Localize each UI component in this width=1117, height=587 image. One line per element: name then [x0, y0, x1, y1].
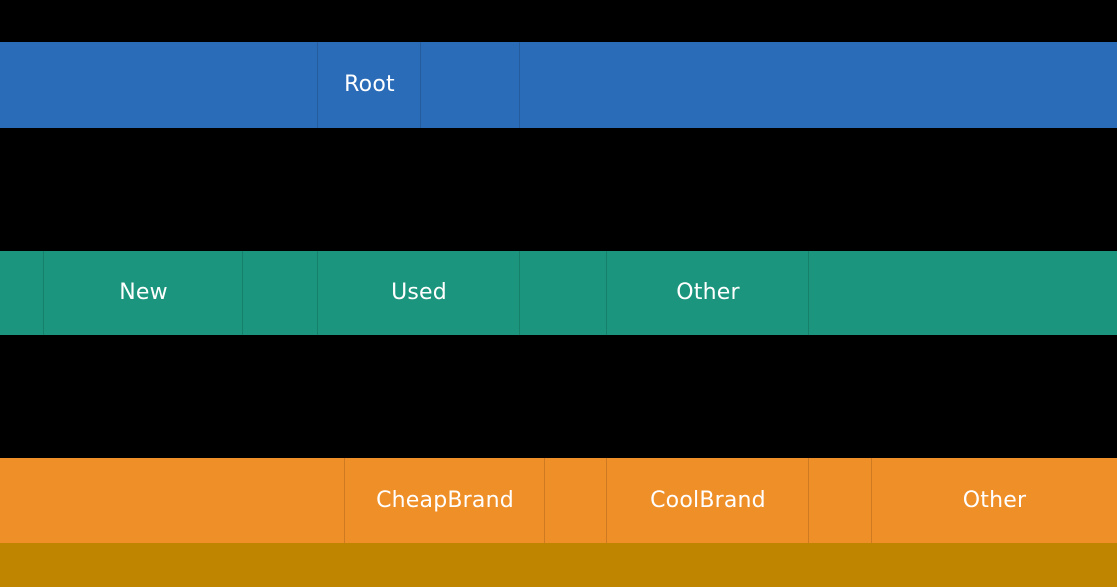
- icicle-sector-root-2[interactable]: [421, 42, 520, 128]
- icicle-sector-label: CoolBrand: [650, 487, 766, 513]
- icicle-sector-category-4[interactable]: [520, 251, 607, 335]
- icicle-sector-coolbrand[interactable]: CoolBrand: [607, 458, 809, 543]
- icicle-sector-brand-0[interactable]: [0, 458, 345, 543]
- icicle-sector-used[interactable]: Used: [318, 251, 520, 335]
- icicle-sector-root-3[interactable]: [520, 42, 1117, 128]
- icicle-level-category: New Used Other: [0, 251, 1117, 335]
- icicle-sector-label: New: [119, 280, 168, 305]
- icicle-sector-label: Root: [344, 72, 395, 97]
- icicle-sector-category-0[interactable]: [0, 251, 44, 335]
- icicle-sector-new[interactable]: New: [44, 251, 243, 335]
- icicle-sector-label: Used: [391, 280, 447, 305]
- icicle-sector-cheapbrand[interactable]: CheapBrand: [345, 458, 545, 543]
- icicle-sector-category-6[interactable]: [809, 251, 1117, 335]
- icicle-level-brand: CheapBrand CoolBrand Other: [0, 458, 1117, 543]
- icicle-sector-category-2[interactable]: [243, 251, 318, 335]
- icicle-sector-label: Other: [676, 280, 740, 305]
- icicle-sector-brand-2[interactable]: [545, 458, 607, 543]
- icicle-level-leaf: [0, 543, 1117, 587]
- icicle-sector-root-0[interactable]: [0, 42, 318, 128]
- icicle-level-root: Root: [0, 42, 1117, 128]
- icicle-sector-label: CheapBrand: [376, 487, 514, 513]
- icicle-sector-brand-4[interactable]: [809, 458, 872, 543]
- icicle-sector-other[interactable]: Other: [607, 251, 809, 335]
- icicle-sector-root[interactable]: Root: [318, 42, 421, 128]
- icicle-sector-other[interactable]: Other: [872, 458, 1117, 543]
- icicle-sector-leaf-0[interactable]: [0, 543, 1117, 587]
- icicle-sector-label: Other: [962, 487, 1027, 513]
